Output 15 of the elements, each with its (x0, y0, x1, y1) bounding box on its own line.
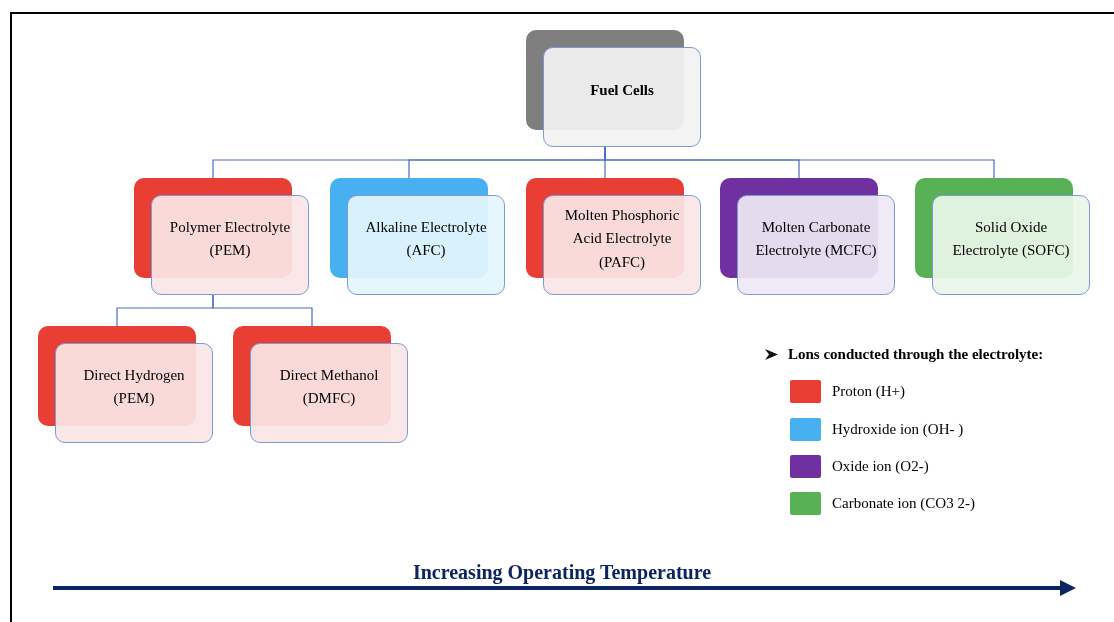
axis-label: Increasing Operating Temperature (412, 560, 712, 586)
node-label: Molten Carbonate Electrolyte (MCFC) (754, 217, 878, 260)
node-label: Direct Methanol (DMFC) (278, 365, 380, 408)
node-label: Direct Hydrogen (PEM) (82, 365, 186, 408)
node-label: Alkaline Electrolyte (AFC) (364, 217, 488, 260)
node-label: Fuel Cells (590, 81, 654, 101)
node-label: Polymer Electrolyte (PEM) (168, 217, 292, 260)
legend-label: Hydroxide ion (OH- ) (832, 420, 964, 440)
legend-label: Proton (H+) (832, 382, 906, 402)
legend-title: Lons conducted through the electrolyte: (788, 345, 1044, 364)
legend-label: Carbonate ion (CO3 2-) (832, 494, 975, 514)
node-label: Molten Phosphoric Acid Electrolyte (PAFC) (563, 206, 681, 272)
legend-label: Oxide ion (O2-) (832, 457, 929, 477)
connector-line (212, 294, 313, 327)
node-label: Solid Oxide Electrolyte (SOFC) (951, 217, 1071, 260)
